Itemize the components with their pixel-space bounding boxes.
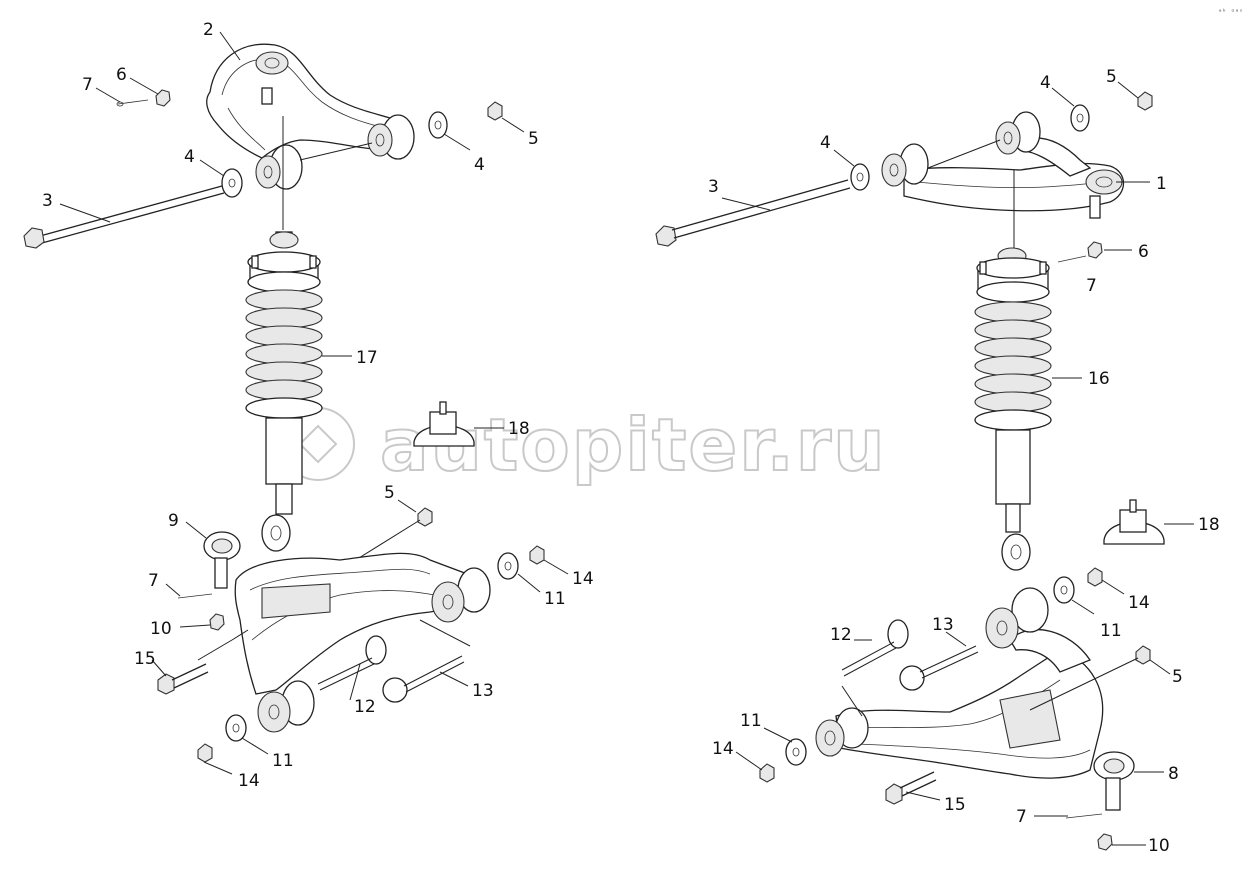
left-assembly [23,43,545,763]
label-2-left: 2 [203,20,214,40]
left-shock-absorber-17 [245,231,323,515]
label-4-right-b: 4 [1040,73,1051,93]
left-washer-4b [428,111,448,139]
left-bump-stop-18 [413,401,475,447]
label-1: 1 [1156,174,1167,194]
label-7-right-top: 7 [1086,276,1097,296]
right-bolt-15 [885,771,937,805]
left-nut-14a [529,545,545,565]
right-lower-arm [815,587,1104,779]
right-cam-bolt-13 [899,645,979,691]
label-13-left: 13 [472,681,494,701]
left-callouts [59,31,569,775]
left-nut-10 [209,613,225,631]
label-6-right: 6 [1138,242,1149,262]
label-18-right: 18 [1198,515,1220,535]
right-nut-10 [1097,833,1113,851]
right-shock-absorber-16 [974,247,1052,533]
left-upper-arm-2 [206,43,415,190]
left-washer-4a [221,168,243,198]
label-7-left-bottom: 7 [148,571,159,591]
label-5-left-top: 5 [528,129,539,149]
label-7-left-top: 7 [82,75,93,95]
label-18-left: 18 [508,419,530,439]
right-bump-stop-18 [1103,499,1165,545]
label-14-left-b: 14 [238,771,260,791]
right-shock-bushing [1001,533,1031,571]
label-9: 9 [168,511,179,531]
right-cam-bolt-12 [841,619,909,677]
right-washer-4a [850,163,870,191]
left-shock-bushing [261,514,291,552]
label-5-left-bottom: 5 [384,483,395,503]
right-pin-7-bottom [1065,813,1103,819]
label-3-left: 3 [42,191,53,211]
right-washer-4b [1070,104,1090,132]
right-nut-5-top [1137,91,1153,111]
label-11-left-a: 11 [544,589,566,609]
left-cam-bolt-12 [317,635,387,691]
left-bolt-3 [23,185,225,249]
label-6-left: 6 [116,65,127,85]
label-12-left: 12 [354,697,376,717]
right-washer-11b [785,738,807,766]
label-17: 17 [356,348,378,368]
label-14-right-a: 14 [1128,593,1150,613]
left-washer-11a [497,552,519,580]
label-15-right: 15 [944,795,966,815]
label-16: 16 [1088,369,1110,389]
right-nut-5-bottom [1135,645,1151,665]
corner-code: ᵃᵏ ᵅᵃᵅ [1218,8,1242,16]
label-10-left: 10 [150,619,172,639]
right-nut-6 [1087,241,1103,259]
label-4-right-a: 4 [820,133,831,153]
right-ball-joint-8 [1093,751,1135,811]
label-14-right-b: 14 [712,739,734,759]
watermark: autopiter.ru [281,402,886,488]
left-nut-5-top [487,101,503,121]
label-7-right-bottom: 7 [1016,807,1027,827]
right-washer-11a [1053,576,1075,604]
label-8: 8 [1168,764,1179,784]
left-lower-arm [234,552,491,733]
label-5-right-top: 5 [1106,67,1117,87]
right-assembly [655,91,1194,851]
left-cam-bolt-13 [382,655,465,703]
left-bolt-15 [157,663,209,695]
label-10-right: 10 [1148,836,1170,856]
right-upper-arm-1 [881,111,1125,219]
label-3-right: 3 [708,177,719,197]
label-11-right-b: 11 [740,711,762,731]
right-nut-14b [759,763,775,783]
right-nut-14a [1087,567,1103,587]
left-pin-7-lower [177,593,213,599]
left-ball-joint-9 [203,531,241,589]
label-5-right-bottom: 5 [1172,667,1183,687]
left-nut-14b [197,743,213,763]
label-15-left: 15 [134,649,156,669]
left-washer-11b [225,714,247,742]
label-4-left-a: 4 [184,147,195,167]
right-callouts [721,81,1171,846]
label-12-right: 12 [830,625,852,645]
label-4-left-b: 4 [474,155,485,175]
label-13-right: 13 [932,615,954,635]
right-bolt-3 [655,179,851,247]
right-pin-7-top [1057,255,1087,263]
label-14-left-a: 14 [572,569,594,589]
left-nut-5-bottom [417,507,433,527]
label-11-left-b: 11 [272,751,294,771]
left-nut-6 [155,89,171,107]
label-11-right-a: 11 [1100,621,1122,641]
